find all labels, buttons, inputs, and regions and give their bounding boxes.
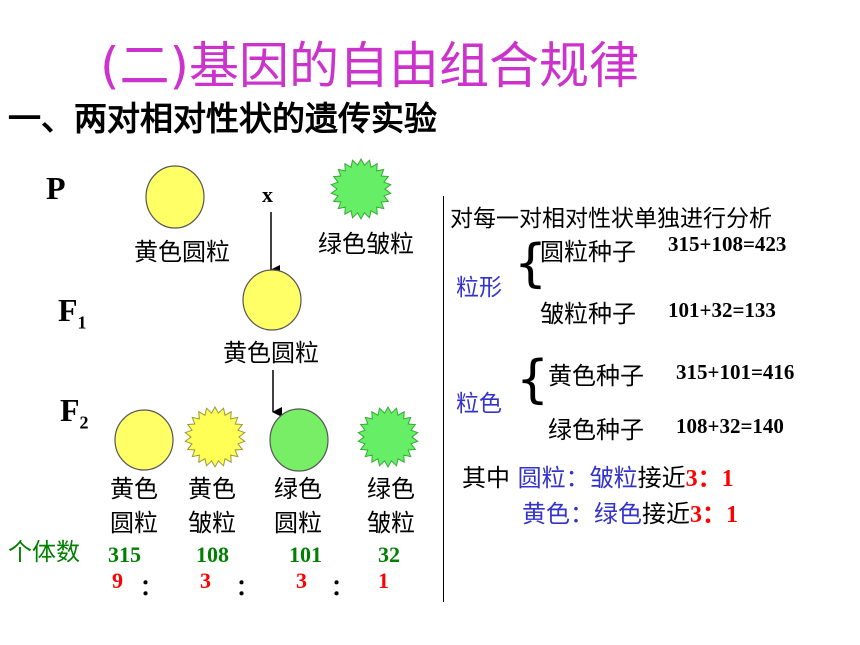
brace-icon: {	[516, 350, 550, 410]
f2-label-3: 绿色圆粒	[274, 475, 322, 537]
green-wrinkled-pea-icon	[330, 157, 392, 221]
count-yellow-wrinkled: 108	[196, 542, 229, 567]
yellow-round-pea-icon	[114, 409, 174, 471]
ratio-4: 1	[378, 568, 389, 593]
count-green-wrinkled: 32	[378, 542, 400, 567]
ratio-2: 3	[200, 568, 211, 593]
round-seed-label: 圆粒种子	[540, 238, 636, 266]
f2-label-4: 绿色皱粒	[367, 475, 415, 537]
count-yellow-round: 315	[108, 542, 141, 567]
wrinkled-seed-equation: 101+32=133	[668, 298, 776, 322]
ratio-sep: ：	[140, 575, 163, 600]
yellow-seed-label: 黄色种子	[548, 362, 644, 390]
generation-p-label: P	[46, 170, 66, 206]
divider-line	[443, 196, 444, 602]
conclusion-line-2: 黄色：绿色接近3：1	[522, 500, 738, 528]
generation-f2-label: F2	[60, 392, 89, 433]
color-label: 粒色	[456, 391, 502, 417]
generation-f1-label: F1	[58, 292, 87, 333]
ratio-sep: ：	[236, 575, 259, 600]
f1-label: 黄色圆粒	[223, 339, 319, 367]
f2-label-2: 黄色皱粒	[188, 475, 236, 537]
section-heading: 一、两对相对性状的遗传实验	[8, 99, 437, 138]
yellow-round-pea-icon	[242, 269, 302, 331]
conclusion-line-1: 其中 圆粒：皱粒接近3：1	[462, 464, 734, 492]
analysis-heading: 对每一对相对性状单独进行分析	[450, 206, 772, 232]
green-round-pea-icon	[269, 408, 329, 472]
yellow-seed-equation: 315+101=416	[676, 360, 795, 384]
parent-right-label: 绿色皱粒	[318, 230, 414, 258]
parent-left-label: 黄色圆粒	[134, 238, 230, 266]
ratio-sep: ：	[331, 575, 354, 600]
ratio-1: 9	[112, 568, 123, 593]
green-wrinkled-pea-icon	[357, 405, 419, 469]
count-label: 个体数	[8, 538, 80, 566]
cross-symbol: x	[262, 182, 273, 207]
wrinkled-seed-label: 皱粒种子	[540, 300, 636, 328]
f2-label-1: 黄色圆粒	[110, 475, 158, 537]
brace-icon: {	[514, 234, 548, 294]
yellow-round-pea-icon	[145, 165, 205, 229]
page-title: (二)基因的自由组合规律	[100, 37, 640, 95]
green-seed-equation: 108+32=140	[676, 414, 784, 438]
green-seed-label: 绿色种子	[548, 416, 644, 444]
round-seed-equation: 315+108=423	[668, 232, 787, 256]
count-green-round: 101	[289, 542, 322, 567]
ratio-3: 3	[296, 568, 307, 593]
yellow-wrinkled-pea-icon	[184, 405, 246, 469]
shape-label: 粒形	[456, 275, 502, 301]
